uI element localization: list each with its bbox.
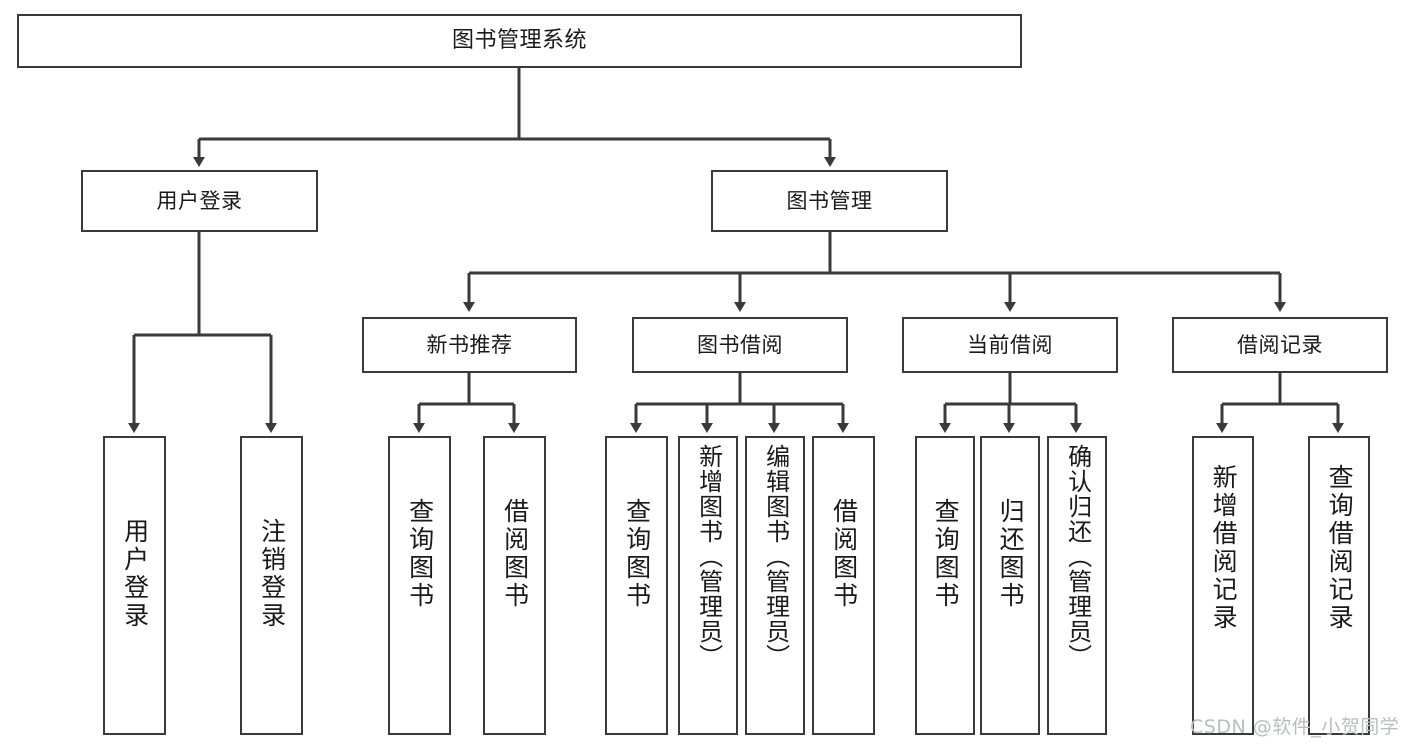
node-label: 编辑图书（管理员） bbox=[761, 444, 790, 669]
node-label: 借阅记录 bbox=[1237, 332, 1323, 357]
node-book-borrow[interactable]: 图书借阅 bbox=[632, 317, 848, 373]
node-label: 确认归还（管理员） bbox=[1063, 444, 1092, 669]
leaf-new-book-query-book[interactable]: 查询图书 bbox=[388, 436, 451, 735]
node-label: 归还图书 bbox=[996, 498, 1026, 610]
node-current-borrow[interactable]: 当前借阅 bbox=[902, 317, 1118, 373]
node-new-book-recommend[interactable]: 新书推荐 bbox=[362, 317, 577, 373]
leaf-borrow-record-add-record[interactable]: 新增借阅记录 bbox=[1192, 436, 1254, 735]
node-label: 借阅图书 bbox=[829, 498, 859, 610]
leaf-current-borrow-query-book[interactable]: 查询图书 bbox=[915, 436, 975, 735]
leaf-current-borrow-confirm-return-admin[interactable]: 确认归还（管理员） bbox=[1047, 436, 1107, 735]
node-label: 查询图书 bbox=[622, 498, 652, 610]
node-label: 新增图书（管理员） bbox=[694, 444, 723, 669]
leaf-borrow-record-query-record[interactable]: 查询借阅记录 bbox=[1308, 436, 1370, 735]
node-label: 注销登录 bbox=[257, 518, 287, 630]
node-user-login[interactable]: 用户登录 bbox=[81, 170, 318, 232]
leaf-book-borrow-add-book-admin[interactable]: 新增图书（管理员） bbox=[678, 436, 738, 735]
node-label: 查询图书 bbox=[405, 498, 435, 610]
node-label: 用户登录 bbox=[156, 188, 243, 213]
leaf-book-borrow-borrow-book[interactable]: 借阅图书 bbox=[812, 436, 875, 735]
node-label: 当前借阅 bbox=[967, 332, 1053, 357]
csdn-watermark: CSDN @软件_小贺同学 bbox=[1190, 716, 1400, 738]
node-label: 图书管理系统 bbox=[451, 28, 587, 54]
leaf-new-book-borrow-book[interactable]: 借阅图书 bbox=[483, 436, 546, 735]
leaf-user-login-login[interactable]: 用户登录 bbox=[103, 436, 166, 735]
leaf-current-borrow-return-book[interactable]: 归还图书 bbox=[980, 436, 1040, 735]
node-label: 新增借阅记录 bbox=[1209, 464, 1239, 632]
node-label: 图书借阅 bbox=[697, 332, 783, 357]
node-root-book-management-system[interactable]: 图书管理系统 bbox=[17, 14, 1022, 68]
leaf-book-borrow-edit-book-admin[interactable]: 编辑图书（管理员） bbox=[745, 436, 805, 735]
leaf-user-login-logout[interactable]: 注销登录 bbox=[240, 436, 303, 735]
node-label: 用户登录 bbox=[120, 518, 150, 630]
node-label: 查询图书 bbox=[931, 498, 961, 610]
node-label: 查询借阅记录 bbox=[1325, 464, 1355, 632]
leaf-book-borrow-query-book[interactable]: 查询图书 bbox=[605, 436, 668, 735]
node-borrow-record[interactable]: 借阅记录 bbox=[1172, 317, 1388, 373]
node-label: 借阅图书 bbox=[500, 498, 530, 610]
node-label: 新书推荐 bbox=[426, 332, 513, 357]
node-label: 图书管理 bbox=[786, 188, 873, 213]
node-book-management[interactable]: 图书管理 bbox=[711, 170, 948, 232]
